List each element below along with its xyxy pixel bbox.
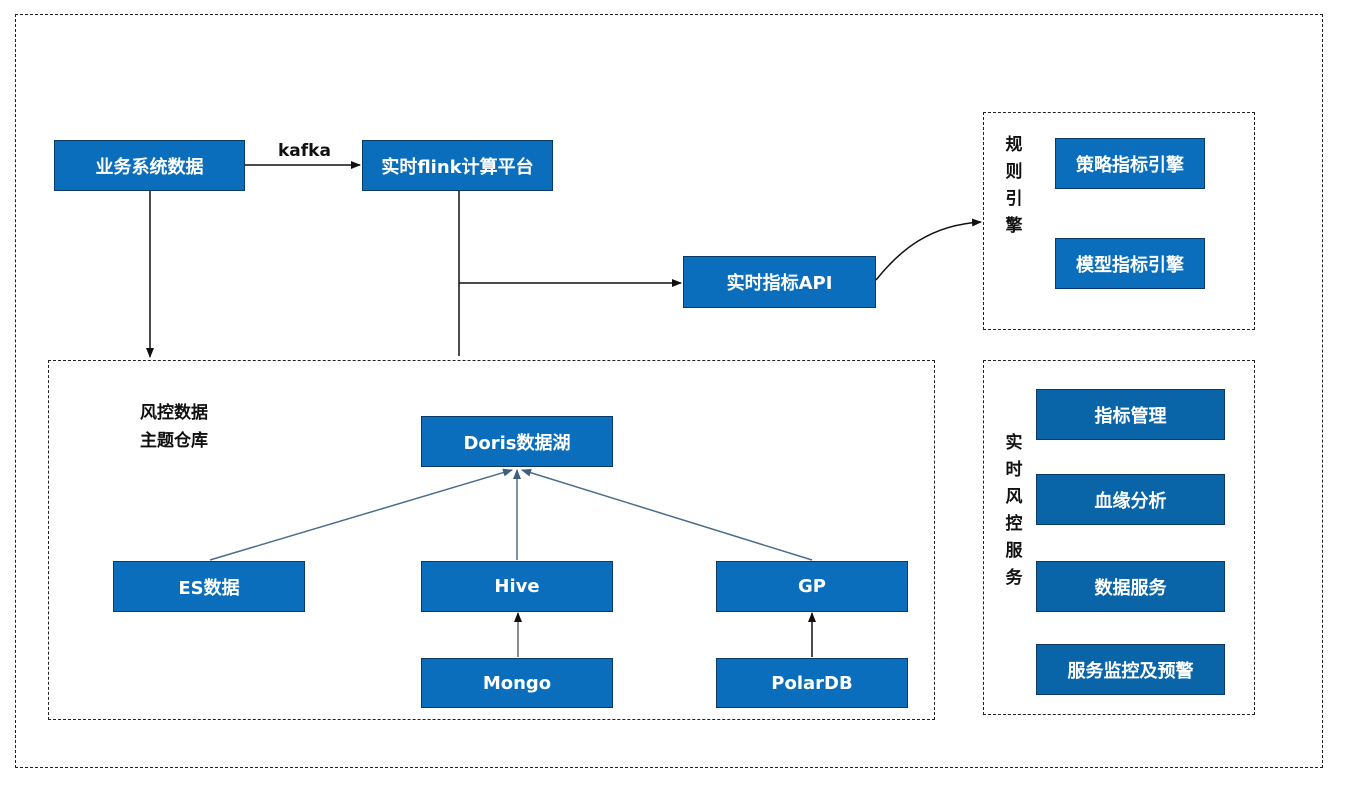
risk-services-title: 实时风控服务 [1005, 433, 1023, 588]
node-hive[interactable]: Hive [421, 561, 613, 612]
risk-service-item-monitoring[interactable]: 服务监控及预警 [1036, 644, 1225, 695]
edge-gp-to-doris [521, 468, 813, 561]
node-mongo[interactable]: Mongo [421, 658, 613, 708]
node-gp[interactable]: GP [716, 561, 908, 612]
edge-es-to-doris [209, 468, 513, 561]
node-metrics-api[interactable]: 实时指标API [683, 256, 876, 308]
risk-services-group [983, 360, 1255, 715]
outer-container [15, 14, 1323, 768]
warehouse-group [48, 360, 935, 720]
node-es-data[interactable]: ES数据 [113, 561, 305, 612]
risk-service-item-data-service[interactable]: 数据服务 [1036, 561, 1225, 612]
risk-service-item-lineage[interactable]: 血缘分析 [1036, 474, 1225, 525]
edge-api-to-rule-engine [875, 218, 982, 281]
node-doris-lake[interactable]: Doris数据湖 [421, 416, 613, 467]
node-polardb[interactable]: PolarDB [716, 658, 908, 708]
warehouse-title-line2: 主题仓库 [140, 431, 208, 451]
edge-label-kafka: kafka [278, 141, 331, 161]
rule-engine-group [983, 112, 1255, 330]
node-business-data[interactable]: 业务系统数据 [54, 140, 245, 191]
rule-engine-item-model[interactable]: 模型指标引擎 [1055, 238, 1205, 289]
risk-service-item-metrics-mgmt[interactable]: 指标管理 [1036, 389, 1225, 440]
rule-engine-item-strategy[interactable]: 策略指标引擎 [1055, 138, 1205, 189]
warehouse-title-line1: 风控数据 [140, 403, 208, 423]
node-flink-platform[interactable]: 实时flink计算平台 [362, 140, 553, 191]
rule-engine-title: 规则引擎 [1005, 135, 1023, 236]
